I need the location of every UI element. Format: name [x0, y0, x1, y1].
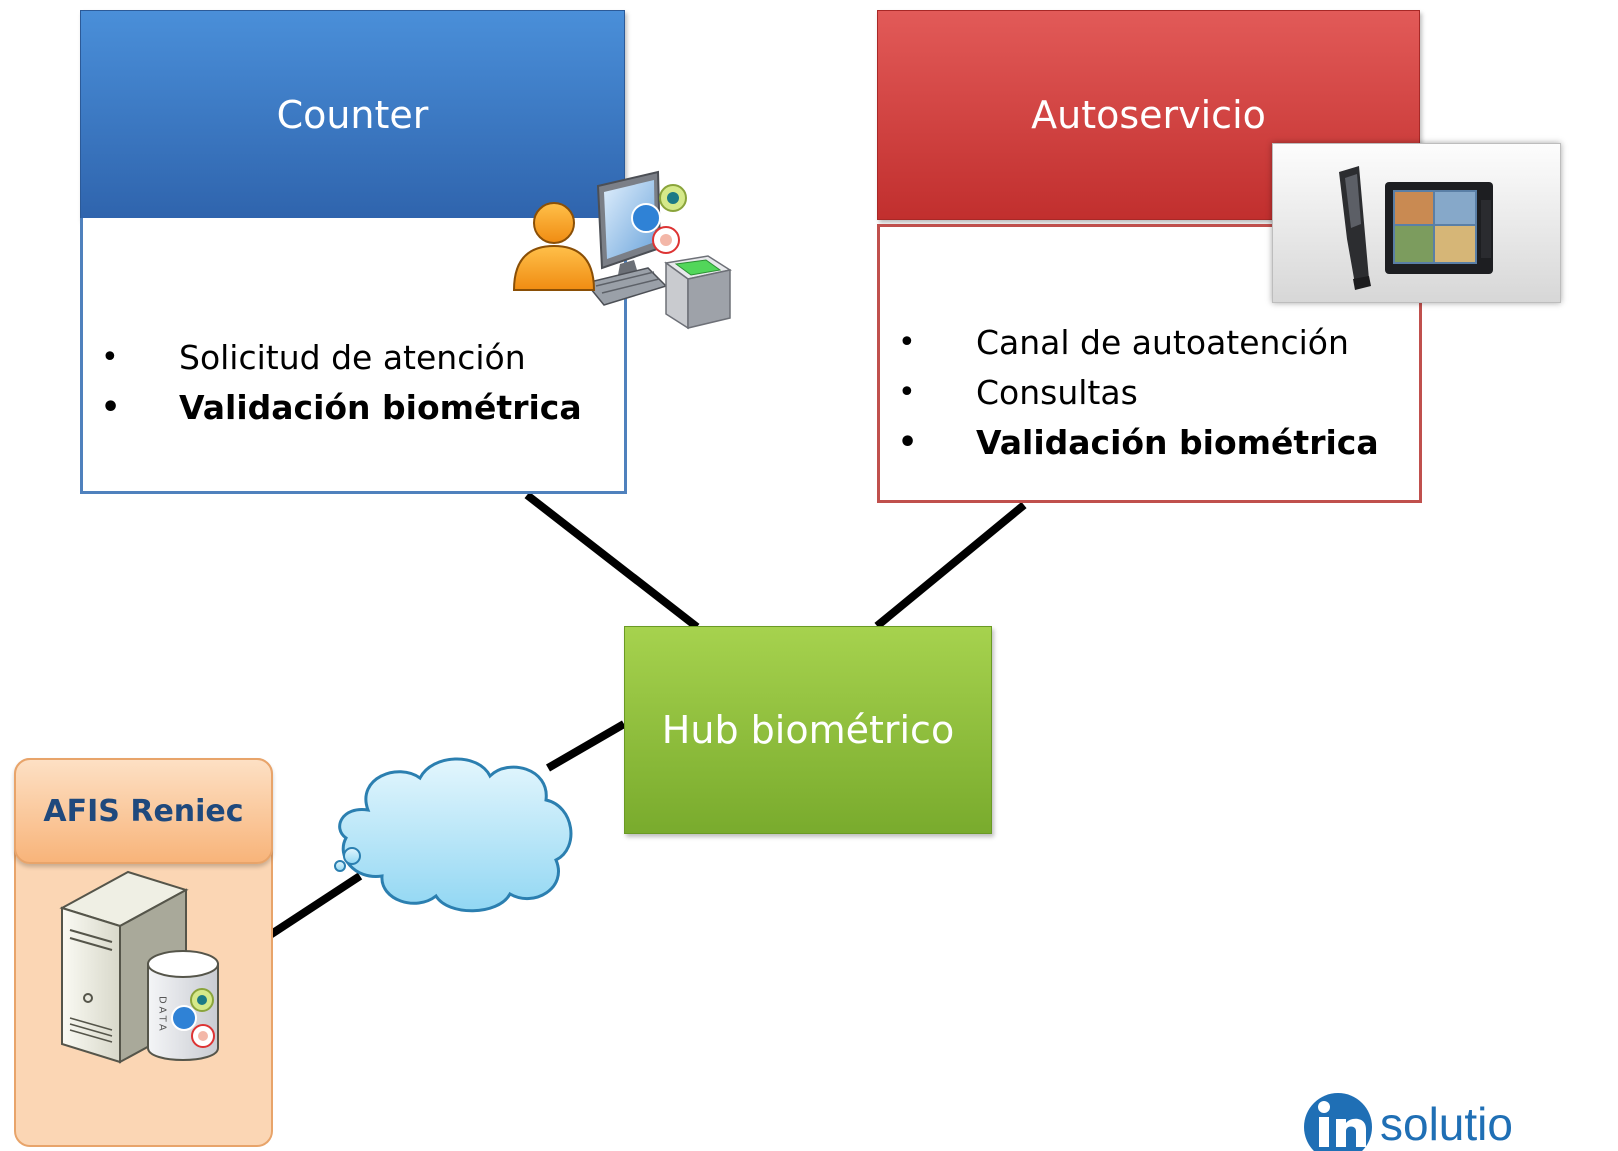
autoservicio-item: Validación biométrica — [898, 418, 1379, 468]
operator-workstation-icon — [512, 170, 732, 330]
counter-bullet-list: Solicitud de atenciónValidación biométri… — [101, 333, 582, 433]
logo-text: solutio — [1380, 1098, 1513, 1150]
counter-item: Validación biométrica — [101, 383, 582, 433]
cloud-network-icon — [334, 757, 573, 913]
server-database-icon: DATA — [59, 870, 219, 1064]
afis-header: AFIS Reniec — [14, 758, 273, 864]
connector-autoservicio-hub — [874, 501, 1027, 630]
company-logo: solutio — [1300, 1085, 1618, 1151]
kiosk-photo — [1272, 143, 1561, 303]
hub-biometrico-box: Hub biométrico — [624, 626, 992, 834]
autoservicio-title: Autoservicio — [1031, 93, 1266, 137]
hub-title: Hub biométrico — [661, 708, 955, 752]
afis-title: AFIS Reniec — [43, 793, 244, 829]
counter-header: Counter — [80, 10, 625, 220]
kiosk-terminal-icon — [1339, 166, 1493, 290]
logo-mark-icon — [1304, 1093, 1372, 1151]
connector-counter-hub — [524, 491, 700, 631]
database-label: DATA — [157, 996, 168, 1034]
connector-hub-cloud — [545, 720, 627, 772]
counter-title: Counter — [276, 93, 429, 137]
autoservicio-bullet-list: Canal de autoatenciónConsultasValidación… — [898, 318, 1379, 468]
connector-cloud-afis — [267, 872, 363, 939]
autoservicio-item: Canal de autoatención — [898, 318, 1379, 368]
autoservicio-item: Consultas — [898, 368, 1379, 418]
counter-item: Solicitud de atención — [101, 333, 582, 383]
